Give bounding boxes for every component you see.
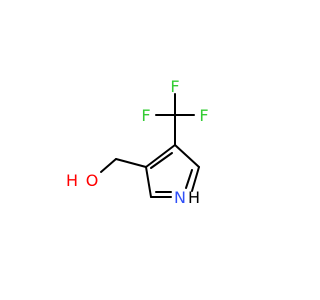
atom-labels: F F F H O N H <box>66 77 209 207</box>
oxygen-label: O <box>86 171 99 190</box>
bond-c3-c2 <box>145 166 152 198</box>
amine-h-label: H <box>188 188 200 207</box>
hydroxyl-h-label: H <box>66 171 78 190</box>
bond-c4-c3 <box>145 144 176 168</box>
bond-c4-c5 <box>174 144 200 168</box>
fluorine-left-label: F <box>141 106 150 125</box>
fluorine-right-label: F <box>199 106 208 125</box>
bond-c5-n <box>191 166 200 192</box>
nitrogen-label: N <box>174 188 186 207</box>
structure-canvas: F F F H O N H <box>66 77 209 207</box>
bonds <box>100 93 200 198</box>
bond-c5-n-inner <box>185 169 193 189</box>
fluorine-top-label: F <box>170 77 179 96</box>
bond-ch2-o <box>100 158 117 173</box>
bond-c4-c3-inner <box>150 152 173 169</box>
bond-c3-ch2 <box>115 158 147 168</box>
molecule-drawing: F F F H O N H <box>66 77 209 207</box>
